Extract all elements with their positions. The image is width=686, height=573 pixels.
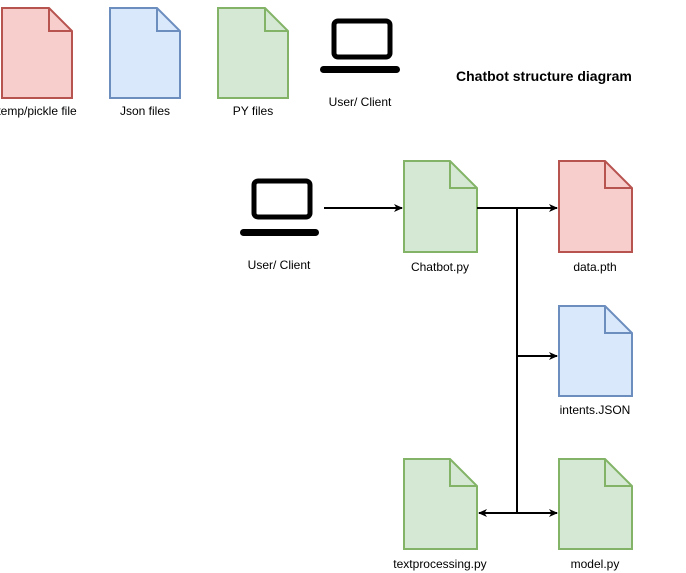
client-label: User/ Client	[247, 258, 311, 272]
intents-label: intents.JSON	[559, 403, 631, 417]
model-py-file-icon	[558, 458, 633, 550]
intents-json-file-icon	[558, 305, 633, 397]
legend-laptop-icon	[320, 18, 400, 73]
legend-json-file-icon	[109, 7, 181, 99]
data-pth-file-icon	[558, 160, 633, 253]
legend-client-label: User/ Client	[328, 95, 392, 109]
legend-py-label: PY files	[232, 104, 274, 118]
chatbot-label: Chatbot.py	[410, 260, 470, 274]
chatbot-py-file-icon	[403, 160, 478, 253]
data-label: data.pth	[573, 260, 617, 274]
legend-py-file-icon	[217, 7, 289, 99]
legend-json-label: Json files	[119, 104, 171, 118]
textprocessing-py-file-icon	[403, 458, 478, 550]
legend-pickle-label: temp/pickle file	[0, 104, 77, 118]
legend-pickle-file-icon	[1, 7, 73, 99]
diagram-title: Chatbot structure diagram	[456, 68, 632, 84]
model-label: model.py	[570, 557, 620, 571]
client-laptop-icon	[240, 178, 319, 236]
textprocessing-label: textprocessing.py	[393, 557, 487, 571]
